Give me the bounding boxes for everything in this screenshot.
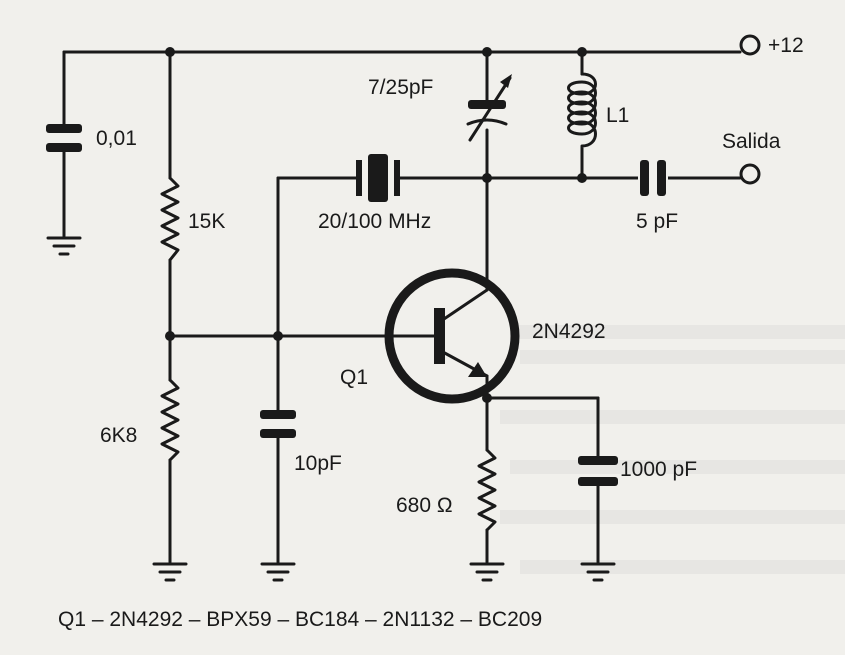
page-bleed-through	[500, 325, 845, 574]
capacitor-emitter	[578, 456, 618, 486]
ground-icon	[152, 562, 188, 582]
junction-dots	[165, 47, 587, 403]
label-trimmer: 7/25pF	[368, 76, 433, 99]
label-r-emitter: 680 Ω	[396, 494, 453, 517]
ground-icon	[260, 562, 296, 582]
vcc-terminal	[739, 34, 761, 56]
trimmer-capacitor	[466, 74, 512, 142]
capacitor-base	[260, 410, 296, 438]
label-transistor-type: 2N4292	[532, 320, 606, 343]
label-r-bottom: 6K8	[100, 424, 137, 447]
label-cap-base: 10pF	[294, 452, 342, 475]
figure-caption: Q1 – 2N4292 – BPX59 – BC184 – 2N1132 – B…	[58, 608, 542, 631]
label-cap-decouple: 0,01	[96, 127, 137, 150]
label-vcc: +12	[768, 34, 804, 57]
label-cap-emitter: 1000 pF	[620, 458, 697, 481]
transistor-q1	[384, 268, 520, 404]
terminals	[739, 34, 761, 185]
capacitor-output	[638, 160, 668, 196]
label-transistor-ref: Q1	[340, 366, 368, 389]
label-output: Salida	[722, 130, 781, 153]
ground-symbols	[46, 236, 616, 582]
label-r-top: 15K	[188, 210, 225, 233]
label-crystal: 20/100 MHz	[318, 210, 431, 233]
ground-icon	[469, 562, 505, 582]
ground-icon	[580, 562, 616, 582]
output-terminal	[739, 163, 761, 185]
wires	[62, 50, 742, 564]
resistor-6k8	[160, 378, 180, 462]
ground-icon	[46, 236, 82, 256]
component-labels: +12 0,01 7/25pF L1 Salida 20/100 MHz 5 p…	[96, 34, 804, 517]
resistor-15k	[160, 176, 180, 262]
capacitor-decoupling	[46, 124, 82, 152]
label-coil: L1	[606, 104, 629, 127]
inductor-l1	[567, 72, 597, 154]
resistor-680	[477, 448, 497, 532]
label-cap-out: 5 pF	[636, 210, 678, 233]
crystal-resonator	[356, 154, 400, 202]
